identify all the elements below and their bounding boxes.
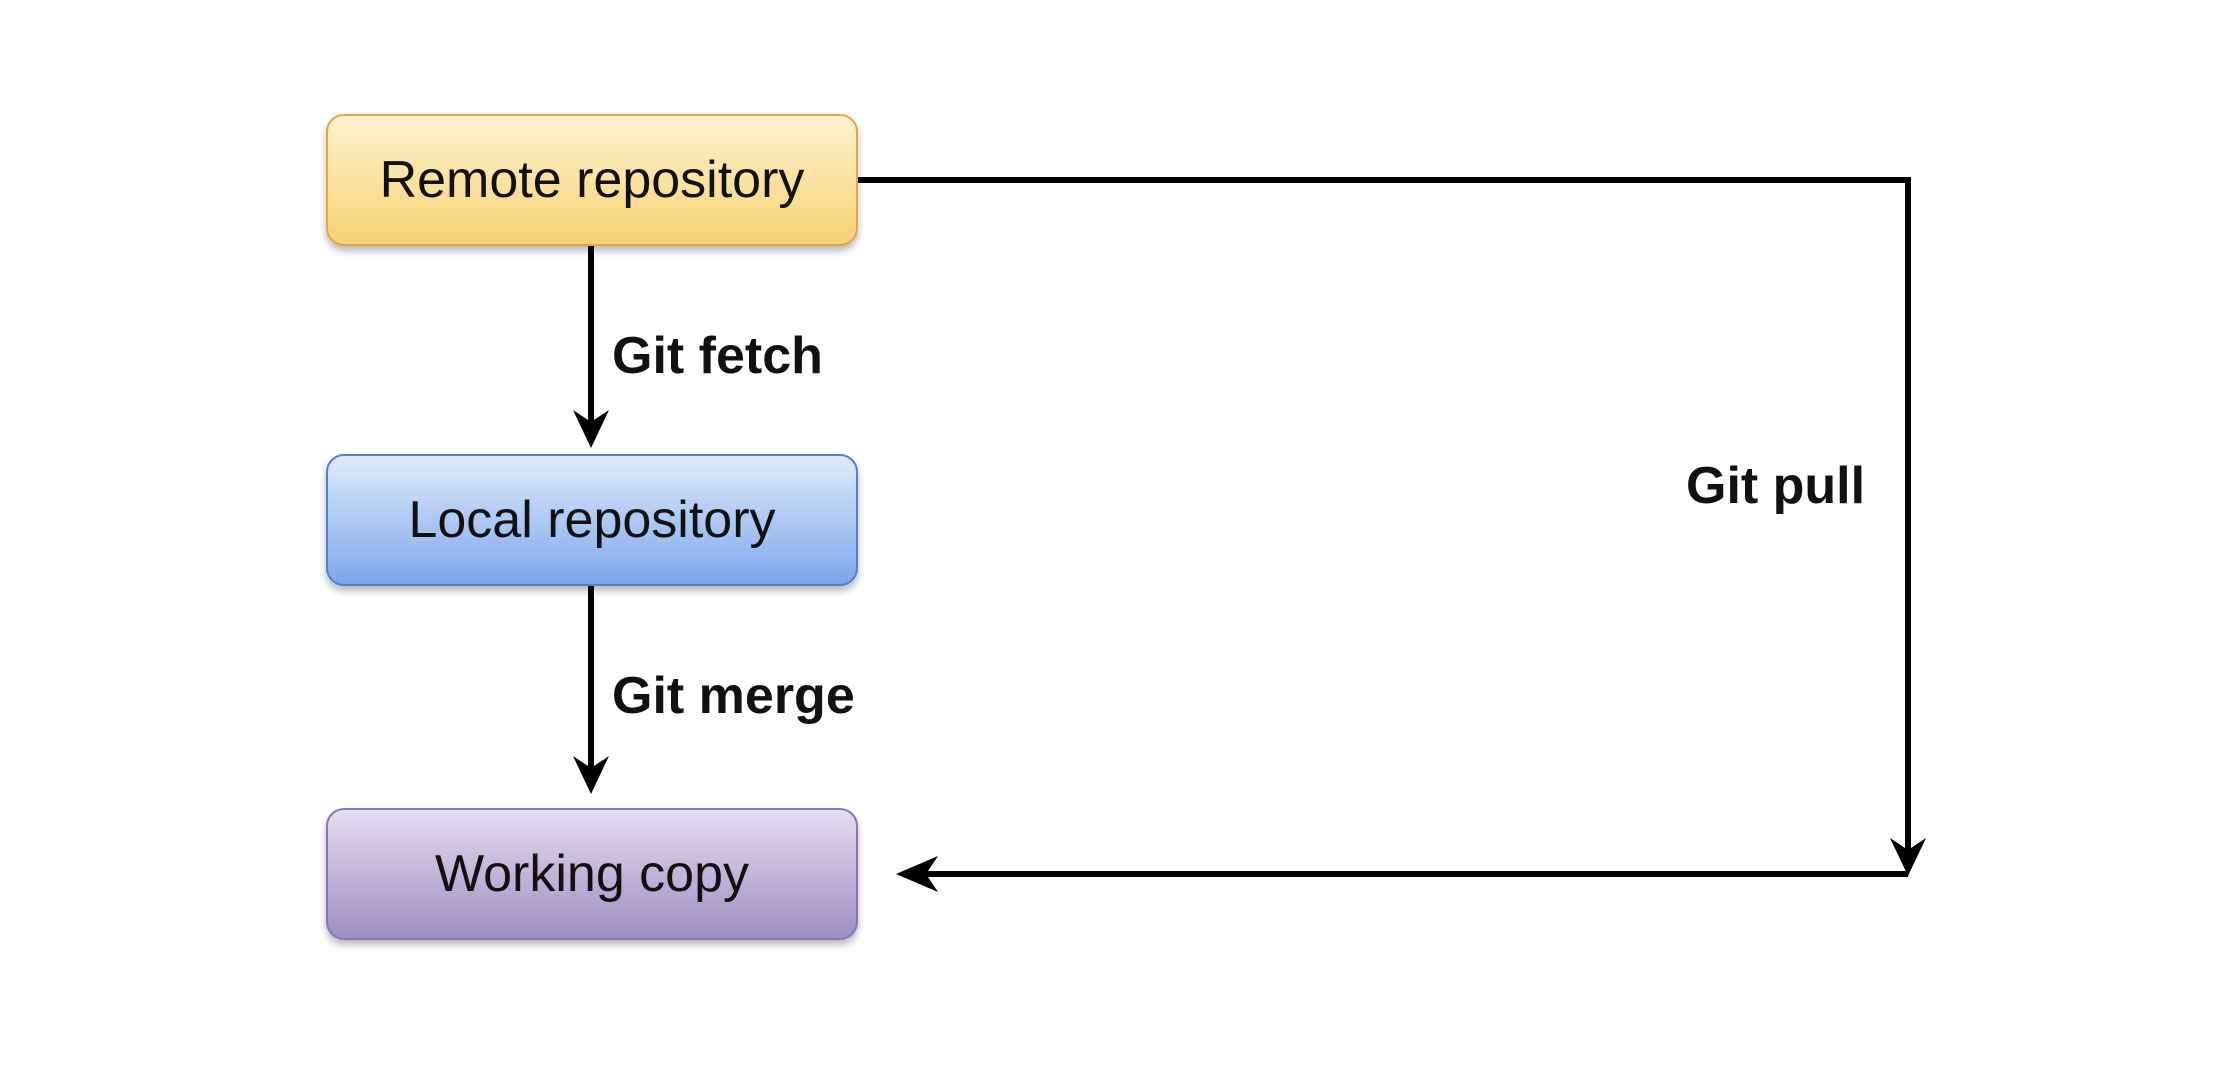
fetch-arrow-head xyxy=(573,410,609,448)
merge-arrow xyxy=(573,586,609,794)
pull-arrow-head-left xyxy=(896,856,938,892)
local-repository-label: Local repository xyxy=(408,491,776,549)
pull-arrow-path-down xyxy=(858,177,1911,858)
pull-arrow xyxy=(858,177,1926,892)
git-merge-label: Git merge xyxy=(612,667,855,725)
git-fetch-label: Git fetch xyxy=(612,327,823,385)
fetch-arrow xyxy=(573,246,609,448)
pull-arrow-head-down xyxy=(1890,838,1926,876)
local-repository-node: Local repository xyxy=(326,454,858,586)
git-pull-label: Git pull xyxy=(1686,457,1866,515)
remote-repository-node: Remote repository xyxy=(326,114,858,246)
working-copy-label: Working copy xyxy=(434,845,750,903)
remote-repository-label: Remote repository xyxy=(379,151,805,209)
merge-arrow-head xyxy=(573,756,609,794)
working-copy-node: Working copy xyxy=(326,808,858,940)
